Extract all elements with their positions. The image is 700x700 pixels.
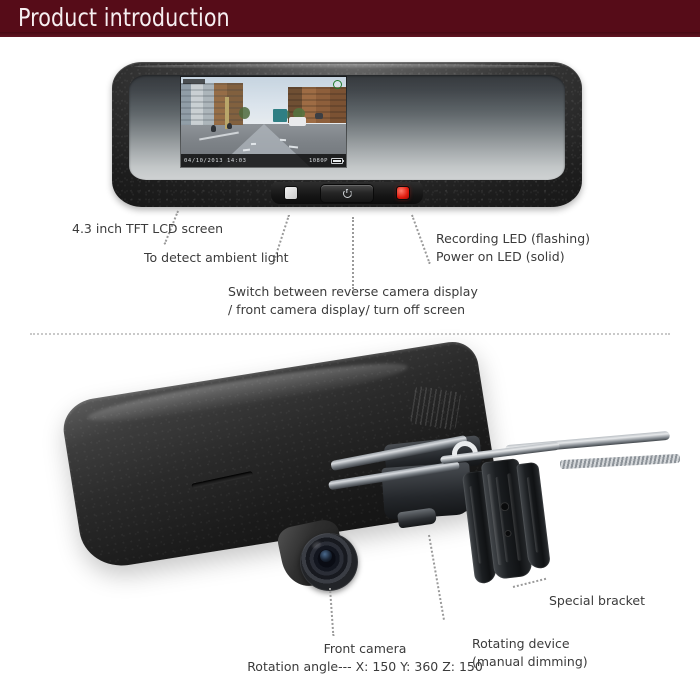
lcd-light-pole [225, 97, 229, 129]
callout-leds: Recording LED (flashing) Power on LED (s… [436, 231, 591, 265]
front-camera-lens[interactable] [300, 533, 358, 591]
mirror-glass: 04/10/2013 14:03 1080P [129, 75, 565, 180]
lcd-motorbike [211, 125, 216, 132]
lcd-screen[interactable]: 04/10/2013 14:03 1080P [181, 77, 346, 167]
callout-rotating-device: Rotating device (manual dimming) [472, 636, 588, 670]
leader-line-mode-switch [352, 217, 354, 289]
callout-special-bracket: Special bracket [549, 593, 646, 608]
lcd-motorbike [227, 123, 232, 129]
support-rod-threaded [559, 453, 681, 470]
housing-vents [409, 385, 462, 431]
ambient-light-sensor[interactable] [285, 187, 297, 199]
special-bracket[interactable] [461, 456, 553, 587]
lcd-timestamp: 04/10/2013 14:03 [184, 157, 247, 164]
lcd-status-right: 1080P [308, 157, 344, 164]
section-divider [30, 333, 670, 335]
leader-line-front-camera [329, 587, 335, 636]
housing-slot [191, 470, 254, 489]
lcd-lane-dash [250, 142, 257, 146]
lcd-buildings-left [181, 83, 243, 125]
mirror-front-section: 04/10/2013 14:03 1080P 4.3 inch TFT LCD … [0, 37, 700, 332]
lcd-resolution: 1080P [308, 157, 328, 164]
leader-line-leds [411, 214, 431, 265]
page-header: Product introduction [0, 0, 700, 37]
housing-highlight [85, 354, 410, 431]
callout-screen: 4.3 inch TFT LCD screen [72, 221, 224, 236]
rearview-mirror-front: 04/10/2013 14:03 1080P [112, 62, 582, 207]
callout-light-sensor: To detect ambient light [144, 250, 289, 265]
lcd-bus [273, 109, 287, 122]
lcd-tree [293, 108, 305, 119]
battery-icon [331, 157, 344, 164]
leader-line-rotating-device [428, 534, 445, 620]
lcd-car [289, 117, 306, 126]
lcd-car [315, 113, 323, 119]
mirror-button-bar [271, 182, 423, 204]
callout-mode-switch: Switch between reverse camera display / … [228, 284, 478, 318]
lcd-lane-dash [279, 138, 287, 142]
status-led [397, 187, 409, 199]
lcd-tree [239, 107, 250, 119]
mirror-side-section: Front camera Rotation angle--- X: 150 Y:… [0, 338, 700, 700]
callout-front-camera: Front camera Rotation angle--- X: 150 Y:… [247, 641, 483, 675]
page-title: Product introduction [18, 3, 230, 32]
record-indicator-icon [333, 80, 342, 89]
lcd-status-bar: 04/10/2013 14:03 1080P [181, 154, 346, 167]
power-icon [342, 189, 352, 198]
power-button[interactable] [321, 185, 373, 202]
lcd-corner-tag [183, 79, 205, 84]
